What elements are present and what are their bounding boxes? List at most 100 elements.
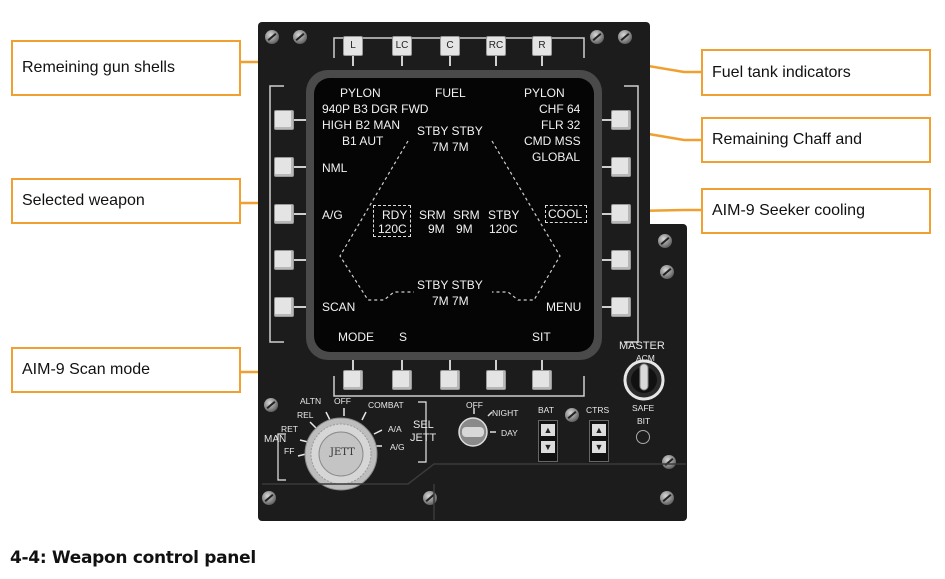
jett-knob[interactable] xyxy=(303,416,379,492)
night-off-label: OFF xyxy=(466,400,483,410)
osb-top-l[interactable]: L xyxy=(343,36,363,56)
screw-icon xyxy=(590,30,604,44)
osb-right-4[interactable] xyxy=(611,250,631,270)
screw-icon xyxy=(565,408,579,422)
callout-fuel-tank: Fuel tank indicators xyxy=(701,49,931,96)
osb-left-1[interactable] xyxy=(274,110,294,130)
night-day-switch[interactable] xyxy=(450,402,502,454)
osb-left-2[interactable] xyxy=(274,157,294,177)
osb-tick xyxy=(401,360,403,370)
cool-box xyxy=(545,205,587,223)
osb-tick xyxy=(541,56,543,66)
acm-label: ACM xyxy=(636,353,655,363)
osb-tick xyxy=(602,306,612,308)
osb-bottom-2[interactable] xyxy=(392,370,412,390)
ctrs-label: CTRS xyxy=(586,405,610,415)
mfd-srm2b: 9M xyxy=(456,222,473,236)
mfd-stby-top: STBY STBY xyxy=(417,124,483,138)
osb-tick xyxy=(602,213,612,215)
osb-tick xyxy=(294,119,306,121)
mfd-stby-r2: 120C xyxy=(489,222,518,236)
osb-bottom-3[interactable] xyxy=(440,370,460,390)
arrow-up-icon[interactable]: ▲ xyxy=(592,424,606,436)
osb-tick xyxy=(352,56,354,66)
osb-right-5[interactable] xyxy=(611,297,631,317)
arrow-up-icon[interactable]: ▲ xyxy=(541,424,555,436)
osb-tick xyxy=(602,119,612,121)
bat-rocker[interactable]: ▲ ▼ xyxy=(538,420,558,462)
osb-left-3[interactable] xyxy=(274,204,294,224)
callout-scan-mode: AIM-9 Scan mode xyxy=(11,347,241,393)
master-arm-switch[interactable] xyxy=(622,358,666,402)
arrow-down-icon[interactable]: ▼ xyxy=(592,441,606,453)
osb-top-c[interactable]: C xyxy=(440,36,460,56)
mfd-pylon-left: PYLON xyxy=(340,86,381,100)
bit-button[interactable] xyxy=(636,430,650,444)
osb-top-rc[interactable]: RC xyxy=(486,36,506,56)
mfd-stby-bot: STBY STBY xyxy=(417,278,483,292)
osb-top-lc[interactable]: LC xyxy=(392,36,412,56)
mfd-sit: SIT xyxy=(532,330,551,344)
off-label: OFF xyxy=(334,396,351,406)
osb-tick xyxy=(449,56,451,66)
sel-label: SEL xyxy=(413,419,434,431)
mfd-scan: SCAN xyxy=(322,300,356,314)
mfd-flr: FLR 32 xyxy=(541,118,581,132)
mfd-rdy: RDY xyxy=(382,208,408,222)
screw-icon xyxy=(660,265,674,279)
man-label: MAN xyxy=(264,434,287,445)
osb-bottom-5[interactable] xyxy=(532,370,552,390)
screw-icon xyxy=(264,398,278,412)
osb-tick xyxy=(541,360,543,370)
mfd-menu: MENU xyxy=(546,300,582,314)
mfd-mode: MODE xyxy=(338,330,374,344)
mfd-symbology xyxy=(339,140,561,301)
screw-icon xyxy=(293,30,307,44)
osb-bottom-4[interactable] xyxy=(486,370,506,390)
master-label: MASTER xyxy=(619,340,665,352)
mfd-cmd: CMD MSS xyxy=(524,134,581,148)
osb-tick xyxy=(495,360,497,370)
screw-icon xyxy=(660,491,674,505)
combat-label: COMBAT xyxy=(368,400,404,410)
safe-label: SAFE xyxy=(632,403,655,413)
osb-tick xyxy=(352,360,354,370)
osb-tick xyxy=(294,213,306,215)
selected-weapon-box xyxy=(373,205,411,237)
osb-tick xyxy=(401,56,403,66)
osb-right-3[interactable] xyxy=(611,204,631,224)
aa-label: A/A xyxy=(388,424,402,434)
mfd-stby-r: STBY xyxy=(488,208,520,222)
mfd-nml: NML xyxy=(322,161,348,175)
osb-top-r[interactable]: R xyxy=(532,36,552,56)
ctrs-rocker[interactable]: ▲ ▼ xyxy=(589,420,609,462)
mfd-srm1b: 9M xyxy=(428,222,445,236)
mfd-stby-top2: 7M 7M xyxy=(432,140,469,154)
day-label: DAY xyxy=(501,428,518,438)
osb-right-2[interactable] xyxy=(611,157,631,177)
figure-caption: 4-4: Weapon control panel xyxy=(10,548,256,568)
arrow-down-icon[interactable]: ▼ xyxy=(541,441,555,453)
mfd-cool: COOL xyxy=(548,207,583,221)
ag-label: A/G xyxy=(390,442,405,452)
jett-knob-label: JETT xyxy=(330,447,355,458)
ff-label: FF xyxy=(284,446,295,456)
mfd-gun-line3: B1 AUT xyxy=(342,134,384,148)
screw-icon xyxy=(262,491,276,505)
mfd-gun-line2: HIGH B2 MAN xyxy=(322,118,401,132)
altn-label: ALTN xyxy=(300,396,322,406)
mfd-srm1: SRM xyxy=(419,208,446,222)
osb-tick xyxy=(602,166,612,168)
rel-label: REL xyxy=(297,410,314,420)
callout-selected-weapon: Selected weapon xyxy=(11,178,241,224)
callout-chaff: Remaining Chaff and xyxy=(701,117,931,163)
jett-label: JETT xyxy=(410,432,437,444)
osb-bottom-1[interactable] xyxy=(343,370,363,390)
osb-left-5[interactable] xyxy=(274,297,294,317)
osb-left-4[interactable] xyxy=(274,250,294,270)
osb-right-1[interactable] xyxy=(611,110,631,130)
callout-gun-shells: Remeining gun shells xyxy=(11,40,241,96)
osb-tick xyxy=(294,259,306,261)
screw-icon xyxy=(658,234,672,248)
osb-tick xyxy=(294,166,306,168)
